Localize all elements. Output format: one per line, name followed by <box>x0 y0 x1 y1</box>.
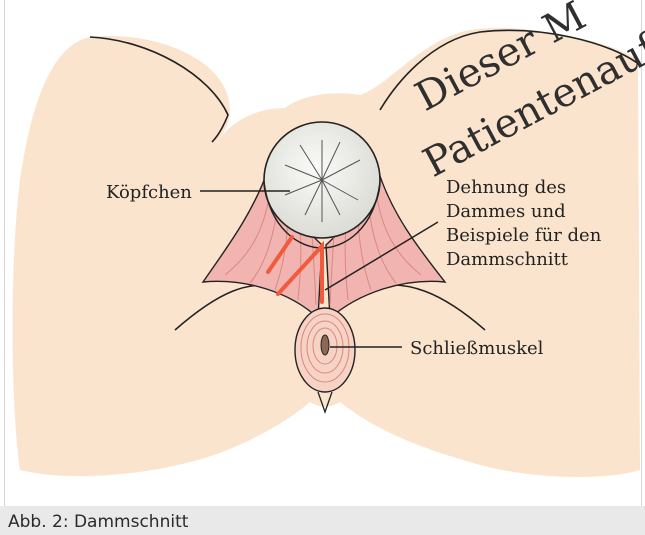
figure-caption: Abb. 2: Dammschnitt <box>8 512 188 532</box>
label-head: Köpfchen <box>106 182 192 203</box>
label-sphincter: Schließmuskel <box>410 338 544 359</box>
label-stretch-3: Beispiele für den <box>446 225 602 246</box>
perineum-illustration: Köpfchen Dehnung des Dammes und Beispiel… <box>0 0 645 506</box>
caption-bar: Abb. 2: Dammschnitt <box>0 506 645 535</box>
label-stretch-2: Dammes und <box>446 201 566 222</box>
label-stretch-4: Dammschnitt <box>446 249 569 270</box>
label-stretch-1: Dehnung des <box>446 177 566 198</box>
anal-opening <box>321 335 329 355</box>
